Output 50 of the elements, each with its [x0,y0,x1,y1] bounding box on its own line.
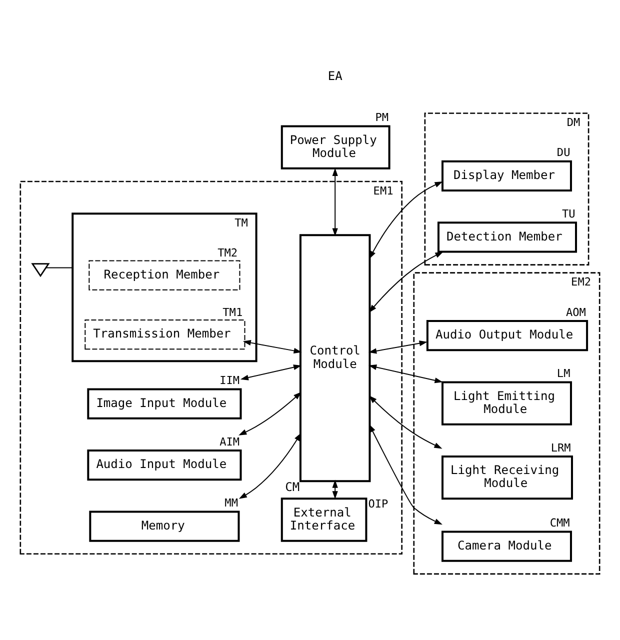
node-box: Detection Member [437,221,577,252]
cluster [72,212,258,362]
cluster [413,272,600,574]
node-label: CMM [550,516,570,530]
cluster [20,180,402,554]
arrow [368,394,442,448]
arrow [242,340,302,353]
node-label: TU [562,206,576,220]
arrow [368,251,444,312]
arrow [369,424,442,524]
node-label: OIP [368,497,388,510]
arrow [368,364,443,383]
node-label: DM [566,116,580,129]
cluster [424,112,590,265]
node-label: LM [556,366,570,380]
arrow [240,364,302,380]
node-label: MM [224,496,238,509]
node-box: Display Member [442,160,572,192]
node-box: Memory [89,510,240,542]
node-box: Power Supply Module [280,124,390,169]
node-label: CM [285,479,300,494]
node-label: LRM [550,440,571,454]
node-label: IIM [220,374,240,387]
node-box: Reception Member [88,260,240,290]
node-label: EM2 [571,275,591,288]
node-box: Camera Module [442,530,572,562]
node-label: EM1 [373,184,394,197]
node-box: Audio Input Module [87,448,242,480]
node-box: Light Emitting Module [442,380,572,425]
node-label: DU [556,146,570,159]
node-label: AIM [220,434,240,448]
node-box: Transmission Member [84,319,246,350]
arrow [369,181,443,259]
node-box: Light Receiving Module [442,455,573,500]
node-antenna [31,262,50,277]
node-label: PM [375,110,389,124]
arrow [332,167,338,236]
node-label: TM2 [218,246,238,260]
node-box: Control Module [299,234,371,482]
node-label: AOM [566,305,586,318]
node-label: TM [234,216,248,229]
node-box: Image Input Module [87,388,242,419]
arrow [238,391,302,435]
node-box: External Interface [280,497,368,542]
arrow [238,432,302,498]
node-label: TM1 [222,305,243,318]
arrow [368,340,428,354]
node-box: Audio Output Module [426,320,588,351]
label: EA [328,68,342,83]
connector [46,266,73,268]
